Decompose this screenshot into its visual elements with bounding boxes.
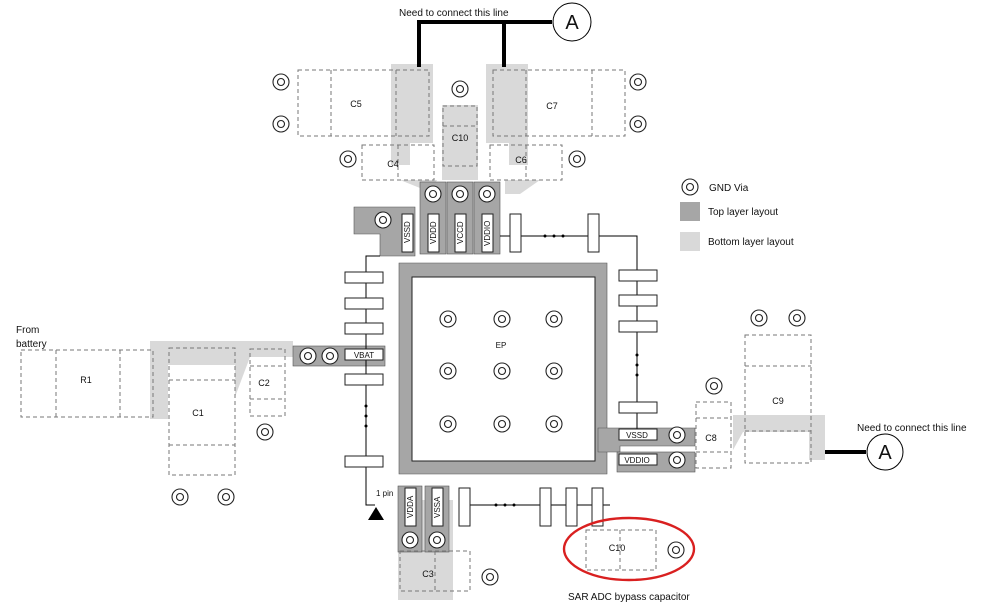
pin-vddio-top: VDDIO <box>483 221 492 246</box>
label-c1: C1 <box>192 408 204 418</box>
label-c9: C9 <box>772 396 784 406</box>
note-connect-top: Need to connect this line <box>399 8 509 19</box>
gnd-vias <box>171 73 806 586</box>
pin-vccd: VCCD <box>456 221 465 244</box>
pin-labels: VSSD VDDD VCCD VDDIO VBAT VSSD VDDIO VDD… <box>354 221 650 518</box>
note-connect-right: Need to connect this line <box>857 423 967 434</box>
pin-vssd-right: VSSD <box>626 431 648 440</box>
pin-vdda: VDDA <box>406 495 415 518</box>
label-c10-bottom: C10 <box>609 543 626 553</box>
note-from-battery-1: From <box>16 325 39 336</box>
label-c3: C3 <box>422 569 434 579</box>
note-sar-adc: SAR ADC bypass capacitor <box>568 592 690 603</box>
pin-vssd-top: VSSD <box>403 221 412 243</box>
legend-gnd-via: GND Via <box>709 183 749 194</box>
connect-lines <box>417 20 866 454</box>
label-c10-top: C10 <box>452 133 469 143</box>
note-pin1: 1 pin <box>376 489 393 498</box>
pin-vddio-right: VDDIO <box>624 456 649 465</box>
marker-a-top-label: A <box>565 12 579 34</box>
legend-bottom-layer: Bottom layer layout <box>708 237 794 248</box>
pin-vddd: VDDD <box>429 221 438 244</box>
label-c6: C6 <box>515 155 527 165</box>
label-c2: C2 <box>258 378 270 388</box>
legend-top-swatch <box>680 202 700 221</box>
pin-vssa: VSSA <box>433 496 442 518</box>
label-r1: R1 <box>80 375 92 385</box>
marker-a-top: A <box>552 2 592 42</box>
label-c7: C7 <box>546 101 558 111</box>
label-c4: C4 <box>387 159 399 169</box>
note-from-battery-2: battery <box>16 339 47 350</box>
sar-adc-highlight <box>562 516 696 582</box>
label-ep: EP <box>496 341 507 350</box>
component-outlines <box>20 69 812 592</box>
legend: GND Via Top layer layout Bottom layer la… <box>680 183 794 251</box>
ellipsis-dots <box>364 234 639 507</box>
marker-a-right: A <box>866 433 904 471</box>
label-c5: C5 <box>350 99 362 109</box>
legend-top-layer: Top layer layout <box>708 207 778 218</box>
legend-bottom-swatch <box>680 232 700 251</box>
pin1-triangle-icon <box>368 507 384 520</box>
component-labels: C5 C7 C10 C4 C6 R1 C1 C2 C9 C8 C3 C10 <box>80 99 784 579</box>
marker-a-right-label: A <box>878 442 892 464</box>
label-c8: C8 <box>705 433 717 443</box>
pads <box>344 213 658 527</box>
pin-vbat: VBAT <box>354 351 374 360</box>
